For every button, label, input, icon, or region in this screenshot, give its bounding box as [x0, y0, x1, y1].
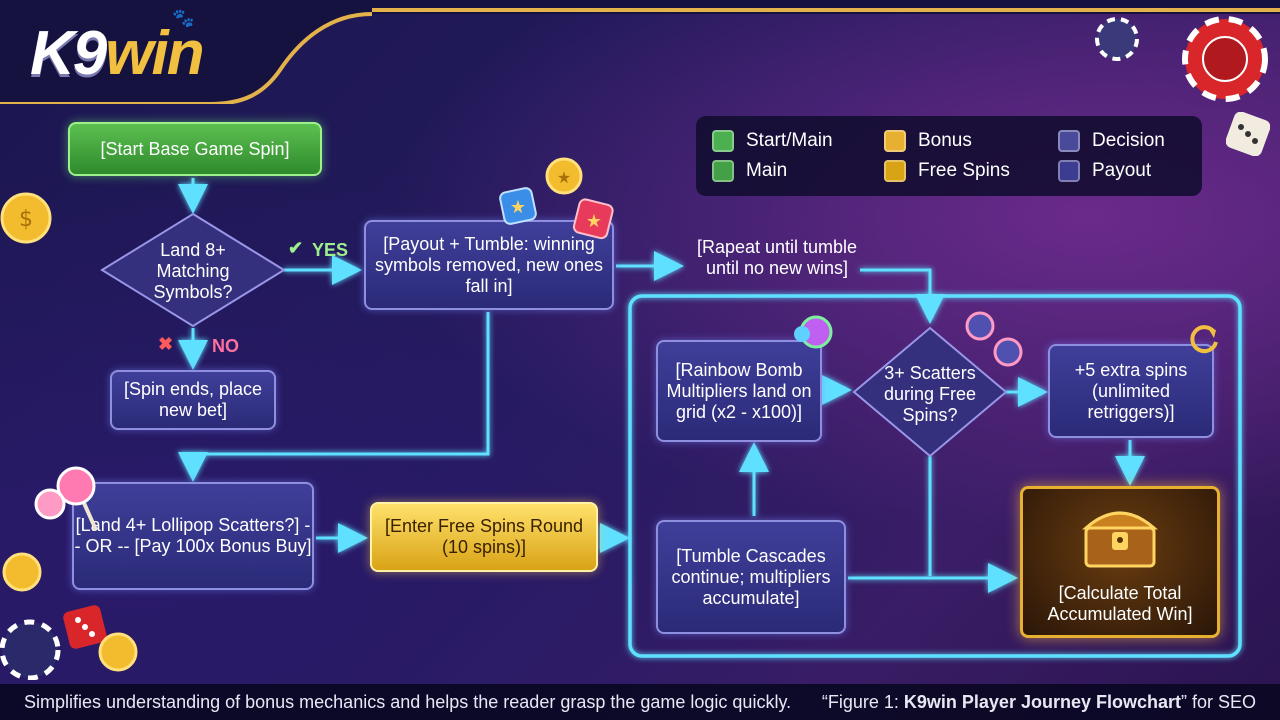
svg-text:★: ★ — [510, 197, 526, 218]
legend-item-decision: Decision — [1058, 130, 1165, 152]
legend-swatch — [712, 160, 734, 182]
legend-item-main: Main — [712, 160, 787, 182]
legend-label: Free Spins — [918, 160, 1010, 181]
logo-k9: K9 — [30, 19, 107, 88]
figure-caption: “Figure 1: K9win Player Journey Flowchar… — [822, 692, 1256, 713]
rainbow-bomb-icon — [794, 315, 833, 349]
tumble-cascades-node: [Tumble Cascades continue; multipliers a… — [656, 520, 846, 634]
legend-swatch — [884, 160, 906, 182]
extra-spins-node: +5 extra spins (unlimited retriggers)] — [1048, 344, 1214, 438]
dice-icon — [1226, 112, 1270, 156]
legend-item-bonus: Bonus — [884, 130, 972, 152]
repeat-node: [Rapeat until tumble until no new wins] — [696, 237, 858, 278]
logo-win: win — [105, 19, 204, 88]
star-gem-icon: ★ — [499, 187, 537, 225]
header-banner — [0, 0, 1280, 104]
lollipop-node: [Land 4+ Lollipop Scatters?] -- OR -- [P… — [72, 482, 314, 590]
decision-diamond-land8 — [100, 212, 286, 328]
treasure-chest-icon — [1082, 511, 1158, 568]
arrow-repeat-to-scatters — [860, 268, 945, 324]
dice-icon — [63, 605, 107, 649]
figure-caption-pre: “Figure 1: — [821, 692, 904, 712]
gold-coin-icon: ★ — [545, 157, 583, 195]
legend-label: Main — [746, 160, 788, 181]
arrow-payout-to-lollipop — [178, 312, 490, 482]
decision-diamond-scatters — [852, 326, 1008, 458]
figure-caption-post: ” for SEO — [1180, 692, 1256, 712]
start-node: [Start Base Game Spin] — [68, 122, 322, 176]
scatter-lollipop-icon — [965, 311, 1023, 367]
enter-free-spins-node: [Enter Free Spins Round (10 spins)] — [370, 502, 598, 572]
no-cross-icon: ✖ — [158, 334, 174, 354]
poker-chip-icon — [1095, 17, 1139, 61]
paw-icon: 🐾 — [172, 8, 195, 28]
legend-label: Payout — [1092, 160, 1152, 181]
legend-label: Start/Main — [746, 130, 833, 151]
calculate-win-node: [Calculate Total Accumulated Win] — [1020, 486, 1220, 638]
footer-description: Simplifies understanding of bonus mechan… — [24, 692, 792, 712]
scatters-decision: 3+ Scatters during Free Spins? — [883, 362, 977, 425]
connector-layer — [100, 178, 1242, 658]
spin-ends-node: [Spin ends, place new bet] — [110, 370, 276, 430]
legend-label: Decision — [1092, 130, 1165, 151]
legend-swatch — [1058, 160, 1080, 182]
gold-coin-icon — [2, 552, 42, 592]
land8-decision: Land 8+ Matching Symbols? — [153, 239, 233, 302]
legend-swatch — [712, 130, 734, 152]
yes-label: YES — [312, 240, 349, 260]
legend-swatch — [884, 130, 906, 152]
poker-chip-icon — [0, 619, 61, 680]
poker-chip-icon — [1182, 16, 1268, 102]
legend: Start/Main Main Bonus Free Spins Decisio… — [696, 116, 1202, 196]
gold-coin-icon: $ — [0, 192, 52, 244]
star-gem-icon: ★ — [572, 198, 614, 240]
svg-text:★: ★ — [586, 211, 602, 232]
figure-caption-title: K9win Player Journey Flowchart — [903, 692, 1181, 712]
payout-tumble-node: [Payout + Tumble: winning symbols remove… — [364, 220, 614, 310]
lollipop-icon — [34, 466, 98, 531]
rainbow-bomb-node: [Rainbow Bomb Multipliers land on grid (… — [656, 340, 822, 442]
retrigger-icon — [1190, 325, 1218, 354]
svg-text:$: $ — [19, 207, 33, 232]
legend-label: Bonus — [918, 130, 972, 151]
k9win-logo: K9win — [30, 18, 205, 89]
gold-coin-icon — [98, 632, 138, 672]
footer-caption: Simplifies understanding of bonus mechan… — [0, 684, 1280, 720]
no-label: NO — [212, 336, 239, 356]
legend-item-start-main: Start/Main — [712, 130, 833, 152]
legend-swatch — [1058, 130, 1080, 152]
yes-check-icon: ✔ — [288, 238, 304, 258]
svg-text:★: ★ — [557, 168, 571, 187]
legend-item-free-spins: Free Spins — [884, 160, 1010, 182]
legend-item-payout: Payout — [1058, 160, 1151, 182]
